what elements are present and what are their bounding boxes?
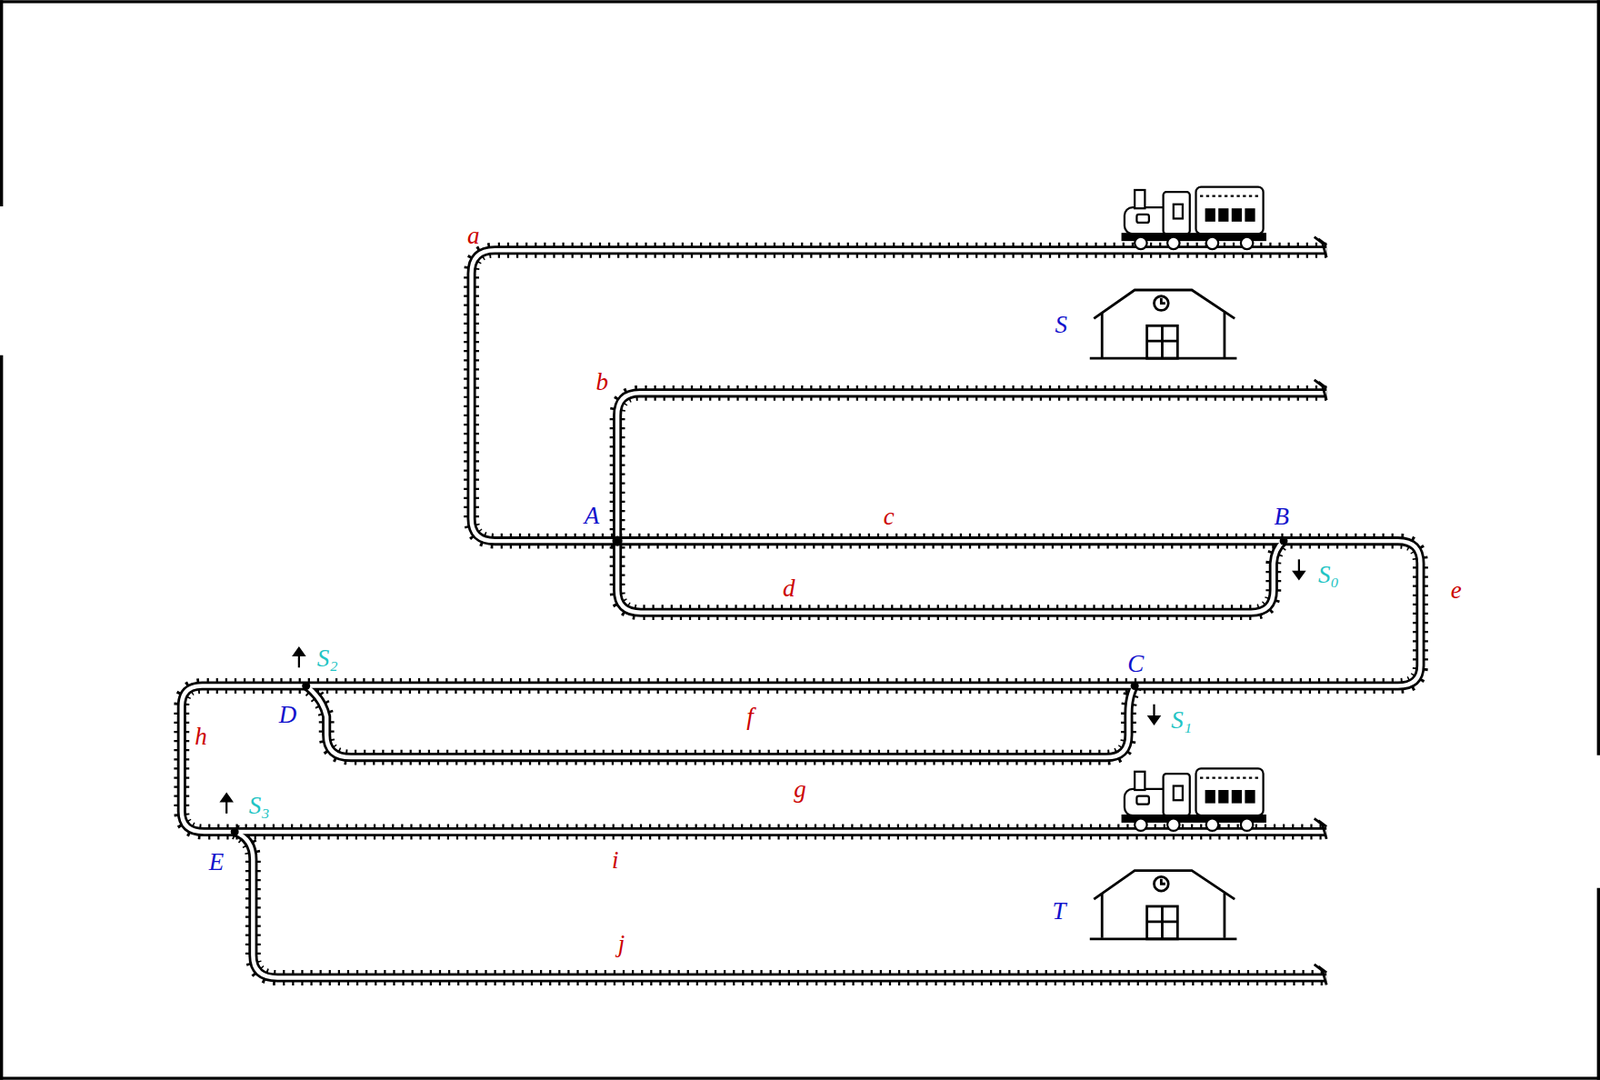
station-label: S [1053,310,1070,338]
train [1122,187,1266,250]
switch-points [230,536,1289,837]
track-label: d [780,574,798,601]
track-label: h [192,723,210,750]
train [1122,768,1266,830]
station-label: T [1050,898,1069,925]
junction-label: C [1125,650,1146,677]
track-label: a [465,222,482,250]
signal-label: S₂ [315,644,340,671]
track-label: b [593,368,610,395]
track-label: j [616,930,628,958]
track-label: c [881,502,897,530]
track-label: f [744,702,756,730]
track-label: i [610,847,621,874]
track-label: g [791,775,809,802]
buffer-stop [1314,237,1327,986]
signal-label: S₁ [1169,707,1194,734]
station-building [1090,290,1238,359]
station-building [1090,870,1238,940]
track-label: e [1449,576,1464,603]
junction-label: B [1272,502,1292,530]
junction-label: A [582,501,602,529]
track-rails [181,250,1421,978]
signal-label: S₀ [1316,560,1341,588]
signal-label: S₃ [247,791,272,819]
track-ties [181,250,1421,978]
track-gap [181,250,1421,978]
junction-label: D [277,700,300,728]
junction-label: E [207,849,227,876]
